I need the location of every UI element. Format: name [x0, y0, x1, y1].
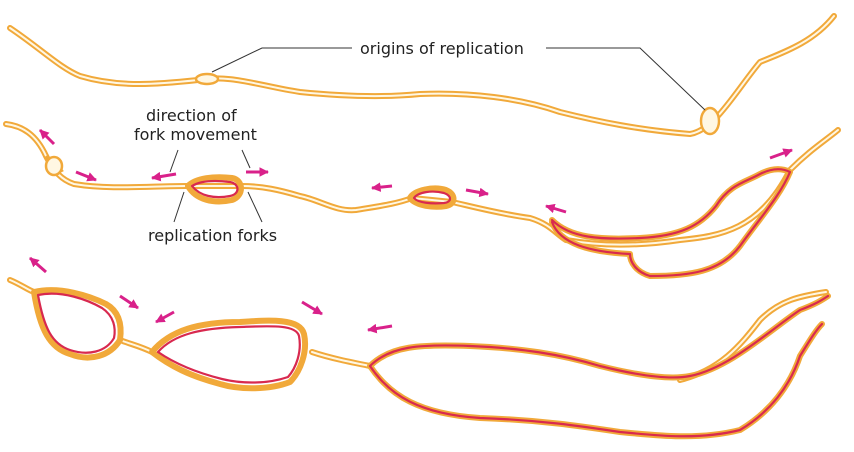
direction-leader-right [241, 149, 251, 169]
fork-direction-arrow-icon [151, 171, 177, 182]
fork-direction-arrow-icon [545, 203, 567, 214]
fork-direction-arrow-icon [38, 128, 56, 146]
origins-label: origins of replication [360, 39, 524, 58]
direction-label-line2: fork movement [134, 125, 257, 144]
fork-direction-arrow-icon [465, 187, 489, 198]
fork-direction-arrow-icon [367, 323, 393, 334]
fork-direction-arrow-icon [75, 170, 97, 182]
fork-direction-arrow-icon [371, 182, 393, 192]
fork-direction-arrows [29, 128, 793, 334]
forks-label: replication forks [148, 226, 277, 245]
origin-bubble-2 [699, 106, 721, 136]
fork-direction-arrow-icon [119, 294, 139, 310]
origins-leader-left [211, 47, 352, 73]
direction-leader-left [169, 149, 179, 173]
row-2-bubble-a [44, 155, 64, 177]
direction-label-line1: direction of [146, 106, 237, 125]
row-3-dna [7, 277, 831, 440]
forks-leader-left [173, 191, 185, 223]
fork-direction-arrow-icon [155, 310, 175, 324]
origin-bubble-1 [194, 72, 220, 86]
row-2-dna [3, 121, 841, 279]
row-1-dna [7, 13, 837, 137]
fork-direction-arrow-icon [29, 256, 47, 274]
fork-direction-arrow-icon [769, 148, 793, 160]
fork-direction-arrow-icon [301, 300, 323, 316]
forks-leader-right [247, 191, 263, 223]
origins-leader-right [546, 47, 706, 111]
